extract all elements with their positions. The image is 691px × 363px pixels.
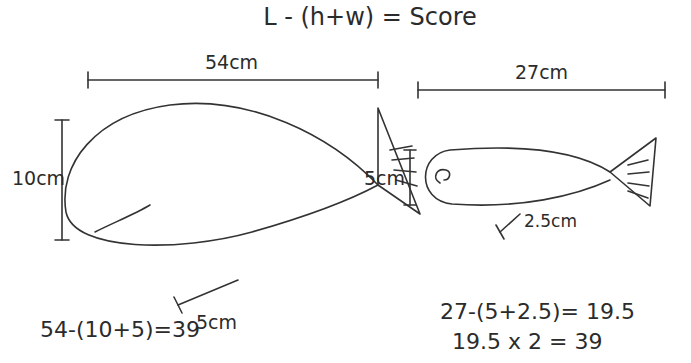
dimension-label: 54cm xyxy=(205,52,258,73)
formula: 27-(5+2.5)= 19.5 xyxy=(440,300,635,324)
dimension-label: 5cm xyxy=(364,168,405,189)
title-formula: L - (h+w) = Score xyxy=(263,4,477,30)
dimension-label: 10cm xyxy=(12,168,65,189)
dimension-label: 2.5cm xyxy=(524,212,577,231)
formula: 19.5 x 2 = 39 xyxy=(452,330,602,354)
dimension-label: 5cm xyxy=(196,312,237,333)
formula: 54-(10+5)=39 xyxy=(40,318,200,342)
dimension-label: 27cm xyxy=(515,62,568,83)
